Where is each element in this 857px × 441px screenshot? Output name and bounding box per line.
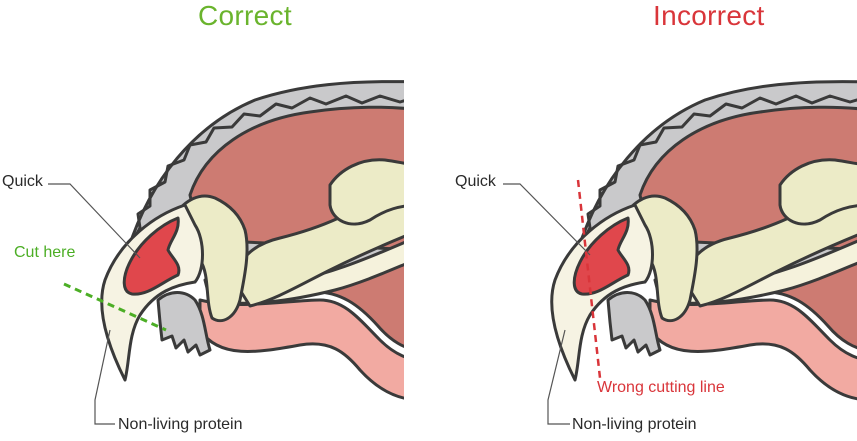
wrong-cutting-line-label: Wrong cutting line (597, 379, 725, 396)
protein-label-incorrect: Non-living protein (572, 416, 697, 433)
cut-here-label: Cut here (14, 244, 76, 261)
paw-pad (648, 298, 857, 401)
quick-leader (48, 183, 141, 259)
quick-label-incorrect: Quick (455, 173, 496, 190)
bone-upper (778, 158, 857, 226)
paw-pad (198, 298, 404, 400)
quick-label-correct: Quick (2, 173, 43, 190)
claw-nail (100, 203, 204, 382)
incorrect-panel (445, 0, 857, 441)
paw-claw-illustration-correct (48, 80, 404, 425)
bone-upper (328, 158, 404, 226)
paw-claw-illustration-incorrect (503, 80, 857, 425)
claw-nail (550, 203, 654, 382)
correct-panel (0, 0, 428, 441)
protein-leader (547, 329, 570, 425)
quick-leader (503, 183, 591, 256)
fur-fringe (126, 94, 404, 252)
wrong-cut-line (576, 179, 602, 379)
quick (122, 216, 181, 296)
protein-leader (94, 329, 115, 425)
correct-title: Correct (198, 0, 292, 31)
fur-lower (606, 291, 662, 357)
fur-lower (156, 291, 212, 357)
fur-fringe (576, 94, 857, 252)
protein-label-correct: Non-living protein (118, 416, 243, 433)
cut-line (63, 282, 167, 332)
incorrect-title: Incorrect (653, 0, 765, 31)
